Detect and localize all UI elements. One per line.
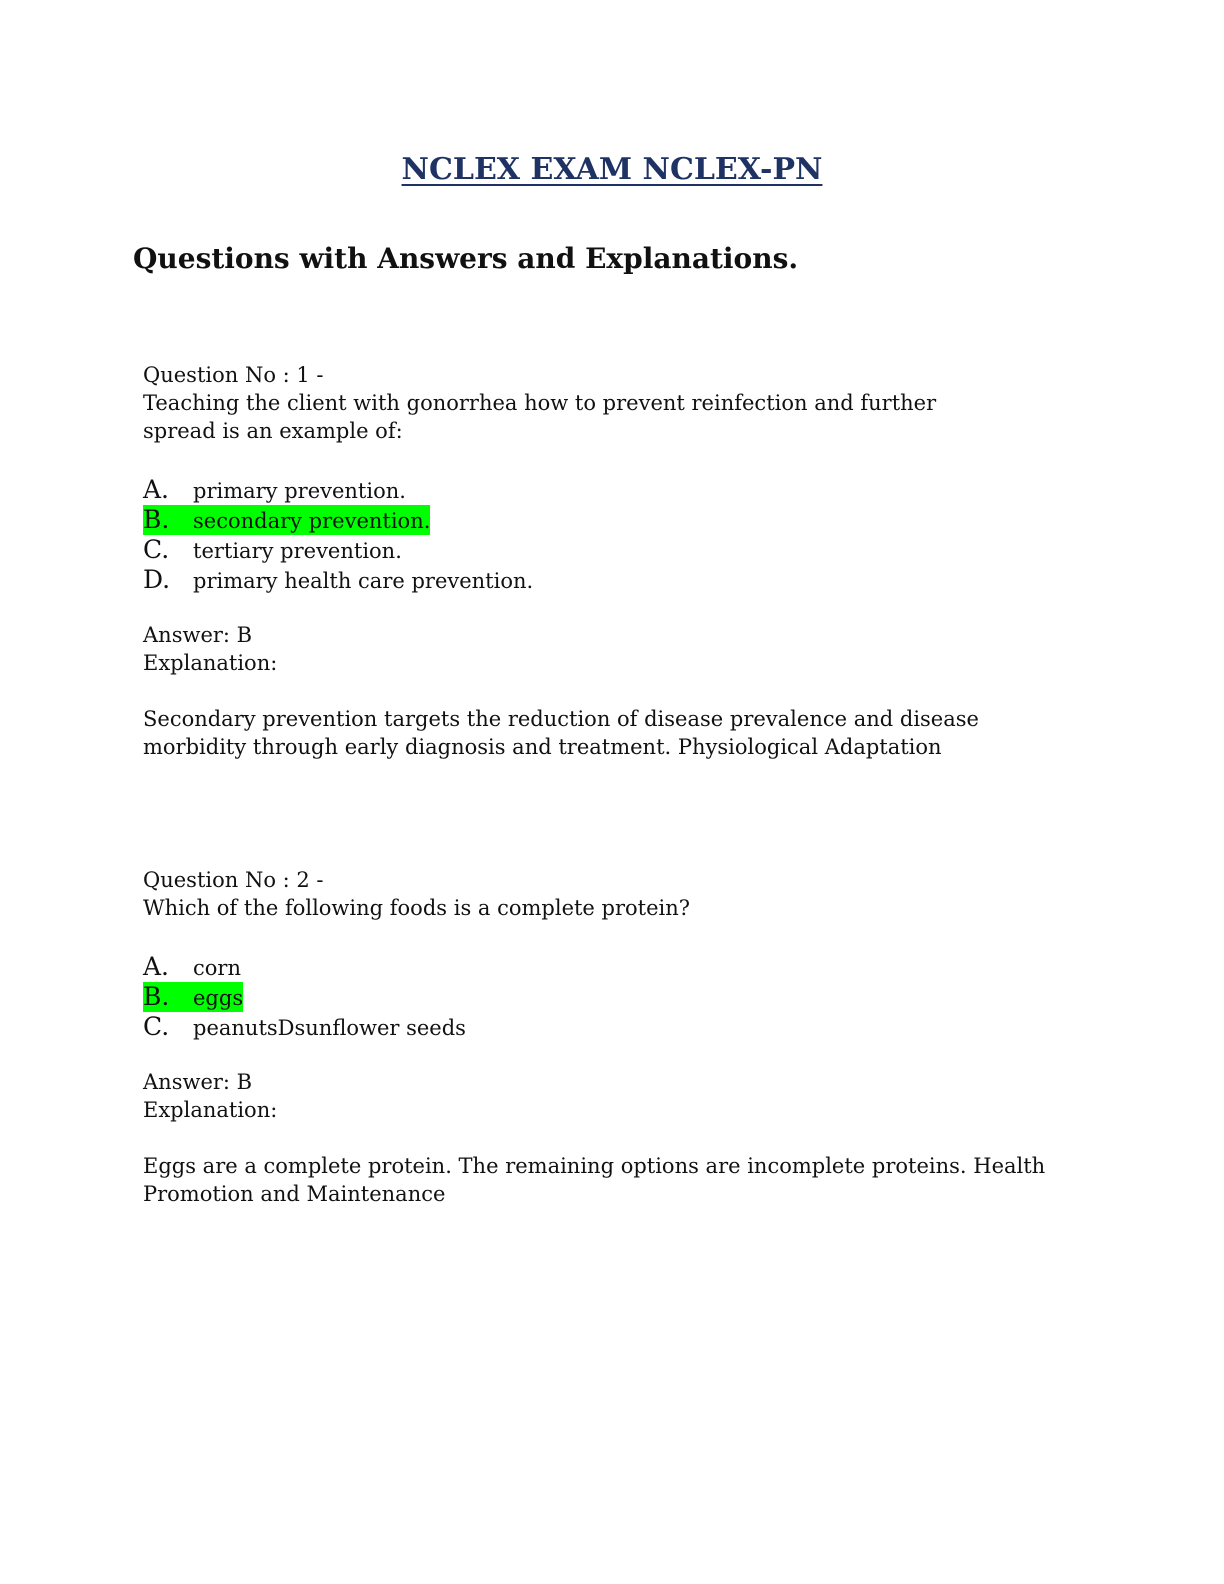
option-letter: C.: [143, 1012, 170, 1041]
question-heading: Question No : 2 -: [143, 868, 324, 892]
explanation-text: Secondary prevention targets the reducti…: [143, 707, 979, 759]
option-letter: C.: [143, 535, 170, 564]
option-b-correct: B. secondary prevention.: [143, 505, 1103, 535]
highlight: B. secondary prevention.: [143, 505, 431, 535]
answer-text: Answer: B: [143, 1070, 253, 1094]
option-text: secondary prevention.: [193, 509, 431, 533]
option-letter: B.: [143, 982, 170, 1011]
answer-block: Answer: B Explanation: Eggs are a comple…: [143, 1068, 1103, 1208]
explanation-label: Explanation:: [143, 651, 278, 675]
option-letter: D.: [143, 565, 171, 594]
option-b-correct: B. eggs: [143, 982, 1103, 1012]
option-text: primary prevention.: [193, 479, 406, 503]
question-1: Question No : 1 - Teaching the client wi…: [143, 361, 1103, 761]
option-text: corn: [193, 956, 241, 980]
option-a: A. corn: [143, 952, 1103, 982]
question-2: Question No : 2 - Which of the following…: [143, 866, 1103, 1208]
option-text: eggs: [193, 986, 244, 1010]
answer-options: A. corn B. eggs C. peanutsDsunflower seeds: [143, 952, 1103, 1042]
option-letter: B.: [143, 505, 170, 534]
explanation-label: Explanation:: [143, 1098, 278, 1122]
option-text: peanutsDsunflower seeds: [193, 1016, 466, 1040]
option-a: A. primary prevention.: [143, 475, 1103, 505]
question-heading: Question No : 1 -: [143, 363, 324, 387]
option-d: D. primary health care prevention.: [143, 565, 1103, 595]
option-c: C. tertiary prevention.: [143, 535, 1103, 565]
option-c: C. peanutsDsunflower seeds: [143, 1012, 1103, 1042]
answer-block: Answer: B Explanation: Secondary prevent…: [143, 621, 1103, 761]
question-text: Teaching the client with gonorrhea how t…: [143, 391, 937, 443]
document-subtitle: Questions with Answers and Explanations.: [133, 242, 799, 275]
document-title-text: NCLEX EXAM NCLEX-PN: [401, 152, 823, 187]
answer-options: A. primary prevention. B. secondary preven…: [143, 475, 1103, 595]
document-title: NCLEX EXAM NCLEX-PN: [0, 152, 1224, 187]
option-letter: A.: [143, 952, 170, 981]
option-text: tertiary prevention.: [193, 539, 402, 563]
option-text: primary health care prevention.: [193, 569, 534, 593]
answer-text: Answer: B: [143, 623, 253, 647]
question-text: Which of the following foods is a comple…: [143, 896, 691, 920]
highlight: B. eggs: [143, 982, 244, 1012]
explanation-text: Eggs are a complete protein. The remaini…: [143, 1154, 1046, 1206]
option-letter: A.: [143, 475, 170, 504]
